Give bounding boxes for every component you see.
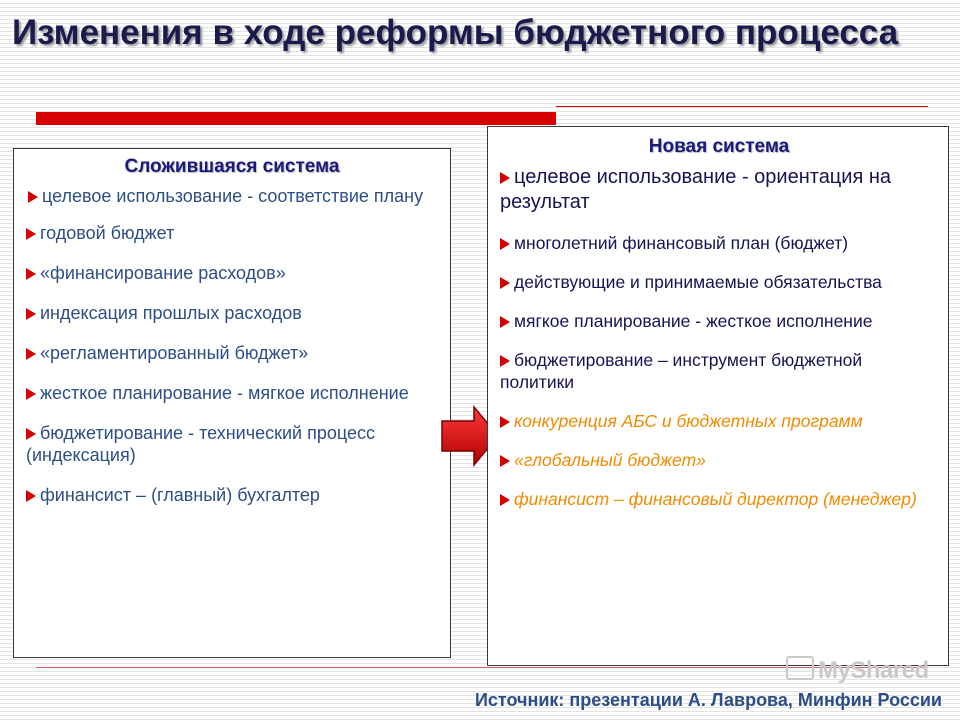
red-triangle-bullet-icon bbox=[500, 238, 510, 250]
list-item-text: жесткое планирование - мягкое исполнение bbox=[40, 383, 409, 403]
red-triangle-bullet-icon bbox=[26, 268, 36, 280]
list-item: «регламентированный бюджет» bbox=[26, 342, 438, 364]
list-item-text: действующие и принимаемые обязательства bbox=[514, 272, 882, 292]
watermark-text: MyShared bbox=[818, 657, 929, 684]
old-system-panel: Сложившаяся система целевое использовани… bbox=[13, 148, 451, 658]
red-triangle-bullet-icon bbox=[28, 191, 38, 203]
monitor-icon bbox=[786, 656, 814, 680]
footer-divider bbox=[36, 667, 926, 668]
red-triangle-bullet-icon bbox=[500, 355, 510, 367]
list-item: финансист – финансовый директор (менедже… bbox=[500, 488, 938, 510]
red-triangle-bullet-icon bbox=[26, 388, 36, 400]
list-item: многолетний финансовый план (бюджет) bbox=[500, 232, 938, 254]
title-underline-line bbox=[556, 106, 928, 107]
list-item-text: бюджетирование - технический процесс (ин… bbox=[26, 423, 375, 465]
red-triangle-bullet-icon bbox=[500, 455, 510, 467]
list-item: мягкое планирование - жесткое исполнение bbox=[500, 310, 938, 332]
list-item-text: финансист – финансовый директор (менедже… bbox=[514, 489, 917, 509]
list-item: бюджетирование – инструмент бюджетной по… bbox=[500, 349, 938, 393]
red-triangle-bullet-icon bbox=[500, 316, 510, 328]
red-triangle-bullet-icon bbox=[26, 490, 36, 502]
old-system-list: целевое использование - соответствие пла… bbox=[26, 185, 438, 506]
title-underline-bar bbox=[36, 112, 556, 125]
red-triangle-bullet-icon bbox=[500, 172, 510, 184]
old-system-heading: Сложившаяся система bbox=[124, 156, 340, 177]
watermark-logo: MyShared bbox=[786, 656, 929, 685]
list-item-text: годовой бюджет bbox=[40, 223, 175, 243]
list-item: «глобальный бюджет» bbox=[500, 449, 938, 471]
red-triangle-bullet-icon bbox=[500, 277, 510, 289]
list-item: целевое использование - ориентация на ре… bbox=[500, 165, 938, 215]
list-item-text: конкуренция АБС и бюджетных программ bbox=[514, 411, 863, 431]
list-item: действующие и принимаемые обязательства bbox=[500, 271, 938, 293]
list-item: финансист – (главный) бухгалтер bbox=[26, 484, 438, 506]
red-triangle-bullet-icon bbox=[500, 416, 510, 428]
list-item-text: индексация прошлых расходов bbox=[40, 303, 302, 323]
page-title: Изменения в ходе реформы бюджетного проц… bbox=[12, 13, 899, 52]
new-system-panel: Новая система целевое использование - ор… bbox=[487, 126, 949, 666]
list-item-text: мягкое планирование - жесткое исполнение bbox=[514, 311, 873, 331]
red-triangle-bullet-icon bbox=[26, 348, 36, 360]
list-item: жесткое планирование - мягкое исполнение bbox=[26, 382, 438, 404]
list-item-text: целевое использование - ориентация на ре… bbox=[500, 166, 891, 213]
list-item-text: бюджетирование – инструмент бюджетной по… bbox=[500, 350, 863, 392]
list-item-text: многолетний финансовый план (бюджет) bbox=[514, 233, 849, 253]
list-item: бюджетирование - технический процесс (ин… bbox=[26, 422, 438, 466]
list-item-text: финансист – (главный) бухгалтер bbox=[40, 485, 320, 505]
source-caption: Источник: презентации А. Лаврова, Минфин… bbox=[474, 690, 942, 710]
red-triangle-bullet-icon bbox=[26, 228, 36, 240]
list-item: целевое использование - соответствие пла… bbox=[26, 185, 438, 207]
new-system-heading: Новая система bbox=[648, 136, 790, 157]
list-item: «финансирование расходов» bbox=[26, 262, 438, 284]
list-item: индексация прошлых расходов bbox=[26, 302, 438, 324]
red-triangle-bullet-icon bbox=[26, 308, 36, 320]
new-system-list: целевое использование - ориентация на ре… bbox=[500, 165, 938, 510]
list-item: годовой бюджет bbox=[26, 222, 438, 244]
red-triangle-bullet-icon bbox=[26, 428, 36, 440]
list-item: конкуренция АБС и бюджетных программ bbox=[500, 410, 938, 432]
red-triangle-bullet-icon bbox=[500, 494, 510, 506]
list-item-text: целевое использование - соответствие пла… bbox=[42, 186, 424, 206]
list-item-text: «глобальный бюджет» bbox=[514, 450, 706, 470]
list-item-text: «финансирование расходов» bbox=[40, 263, 286, 283]
red-right-arrow-icon bbox=[441, 405, 499, 467]
list-item-text: «регламентированный бюджет» bbox=[40, 343, 309, 363]
